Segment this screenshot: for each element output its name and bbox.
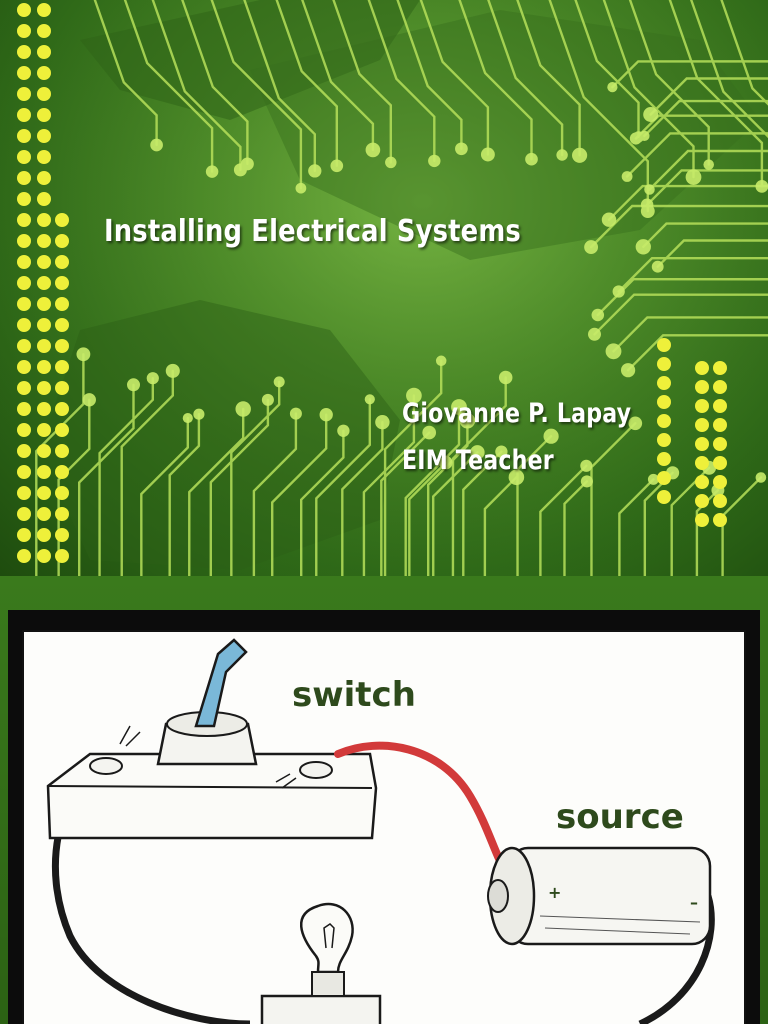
slide-title: Installing Electrical Systems [104,214,521,249]
lamp-socket [260,994,382,1024]
switch-base [46,725,378,840]
battery: + – [487,846,712,946]
circuit-diagram: + – switch source [46,638,715,1024]
source-label: source [556,797,684,837]
toggle-switch [156,638,258,766]
right-terminal-screw [299,761,333,779]
battery-plus-sign: + [548,883,561,902]
switch-lever [194,638,248,728]
author-role: EIM Teacher [402,445,554,476]
switch-label: switch [292,675,416,715]
left-terminal-screw [89,757,123,775]
author-name: Giovanne P. Lapay [402,398,632,429]
title-slide: Installing Electrical Systems Giovanne P… [0,0,768,576]
circuit-diagram-slide: + – switch source [0,576,768,1024]
battery-minus-sign: – [690,893,698,912]
circuit-board-background [0,0,768,576]
light-bulb [260,903,382,1024]
red-wire [334,741,504,865]
